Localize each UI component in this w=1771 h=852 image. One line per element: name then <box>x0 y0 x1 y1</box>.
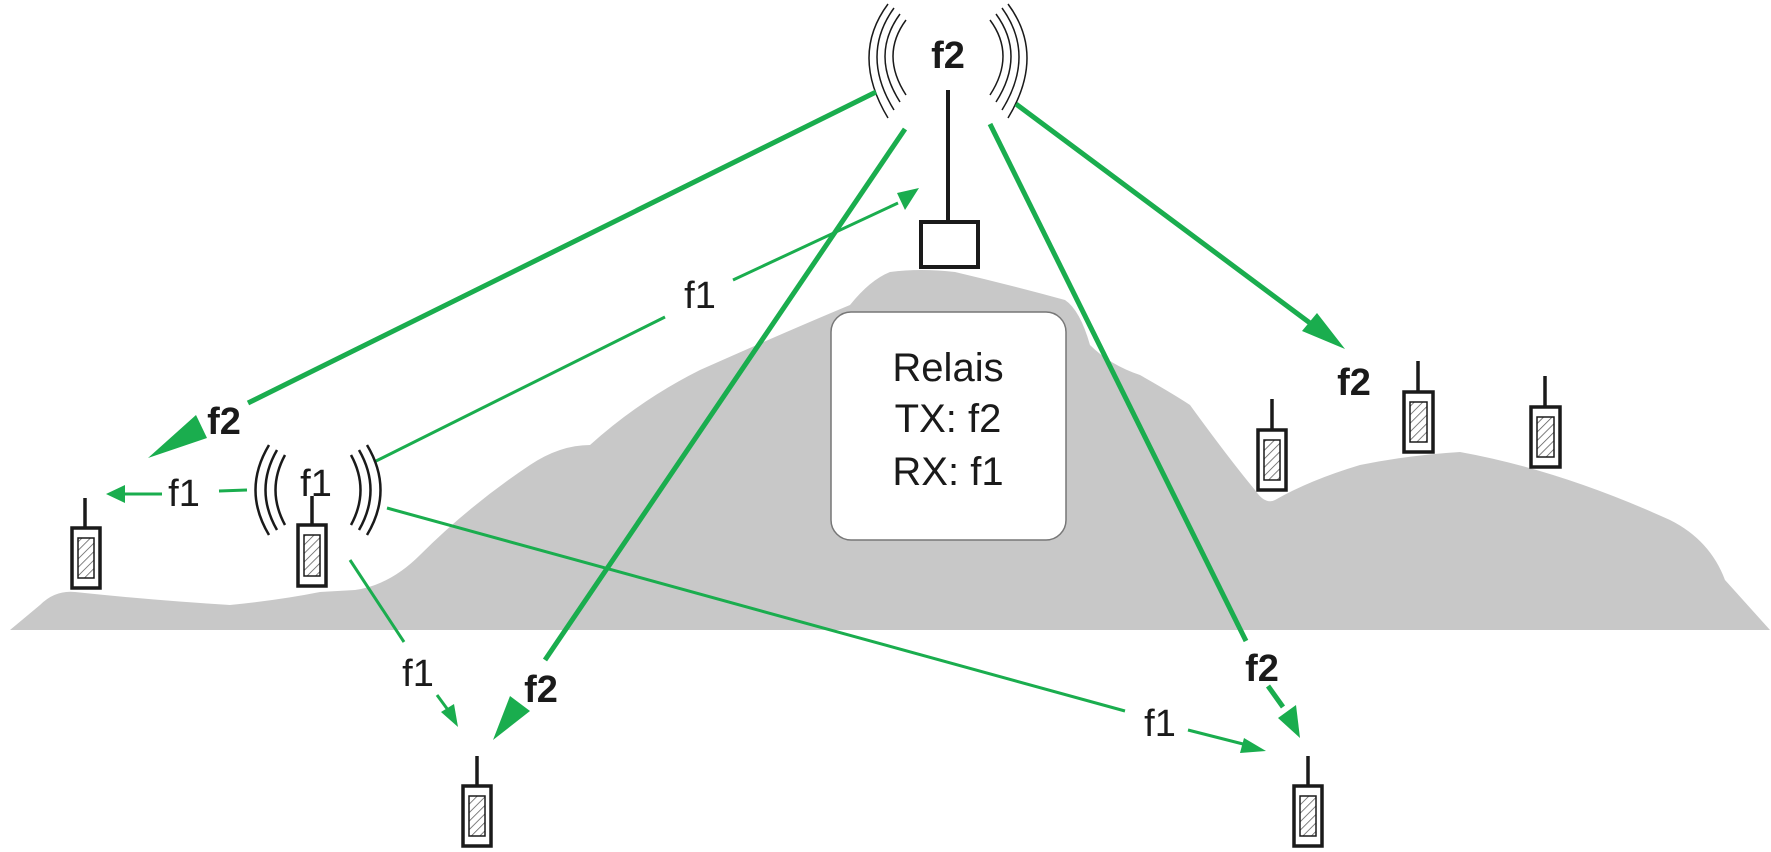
relay-tx: TX: f2 <box>895 397 1002 441</box>
handheld-radio-4 <box>1402 361 1435 454</box>
f2-links <box>246 89 1320 709</box>
f1-transmitter-label: f1 <box>300 463 332 505</box>
f1-arrowheads <box>106 188 1266 753</box>
f1-label-left: f1 <box>168 473 200 515</box>
handheld-radio-7 <box>1292 756 1324 848</box>
f1-links <box>124 201 1248 747</box>
relay-title: Relais <box>892 346 1003 390</box>
f2-label-bottom-left: f2 <box>524 669 558 711</box>
f2-label-left: f2 <box>207 401 241 443</box>
f2-arrowheads <box>148 313 1345 740</box>
transmitter-waves-icon <box>254 444 382 536</box>
f2-label-right: f2 <box>1337 362 1371 404</box>
relay-rx: RX: f1 <box>892 450 1003 494</box>
handheld-radio-6 <box>461 756 493 848</box>
handheld-radio-transmitter <box>296 496 328 588</box>
relay-signal-label: f2 <box>931 35 965 77</box>
relay-waves-icon <box>868 3 1028 119</box>
f1-label-down-right: f1 <box>1144 703 1176 745</box>
handheld-radio-3 <box>1256 399 1288 492</box>
f1-label-uplink: f1 <box>684 275 716 317</box>
handheld-radio-5 <box>1529 376 1562 469</box>
f2-label-bottom-right: f2 <box>1245 648 1279 690</box>
relay-box <box>830 311 1067 541</box>
f1-label-down-left: f1 <box>402 653 434 695</box>
relay-station-icon <box>919 90 980 269</box>
handheld-radio-1 <box>70 498 102 590</box>
